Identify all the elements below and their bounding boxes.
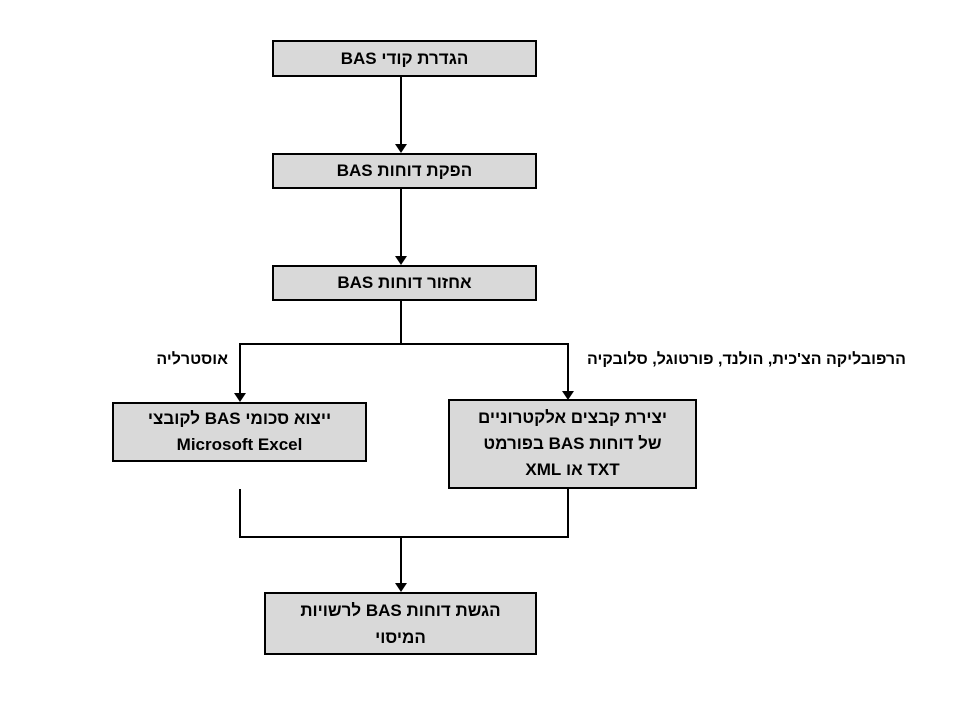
connector-merge-to-submit	[400, 536, 402, 583]
node-text: TXT או XML	[525, 460, 620, 479]
node-retrieve-bas-reports: אחזור דוחות BAS	[272, 265, 537, 301]
node-text: אחזור דוחות BAS	[337, 273, 472, 292]
connector-define-to-produce	[400, 77, 402, 144]
node-text: יצירת קבצים אלקטרוניים	[478, 408, 667, 427]
connector-produce-to-retrieve	[400, 189, 402, 256]
arrowhead-into-export-excel	[234, 393, 246, 402]
node-text: הפקת דוחות BAS	[336, 161, 473, 180]
connector-merge-left	[239, 489, 241, 537]
node-text: ייצוא סכומי BAS לקובצי	[147, 409, 332, 428]
branch-label-countries: הרפובליקה הצ'כית, הולנד, פורטוגל, סלובקי…	[587, 351, 906, 368]
node-text: של דוחות BAS בפורמט	[483, 434, 662, 453]
node-text: הגדרת קודי BAS	[340, 48, 469, 68]
node-define-bas-codes: הגדרת קודי BAS	[272, 40, 537, 77]
arrowhead-into-submit	[395, 583, 407, 592]
connector-retrieve-stem	[400, 301, 402, 343]
arrowhead-into-produce	[395, 144, 407, 153]
connector-branch-left	[239, 343, 241, 393]
node-create-electronic-files: יצירת קבצים אלקטרוניים של דוחות BAS בפור…	[448, 399, 697, 489]
node-produce-bas-reports: הפקת דוחות BAS	[272, 153, 537, 189]
connector-merge-right	[567, 488, 569, 537]
connector-branch-right	[567, 343, 569, 391]
node-text: Microsoft Excel	[176, 435, 303, 454]
arrowhead-into-retrieve	[395, 256, 407, 265]
node-text: הגשת דוחות BAS לרשויות	[300, 600, 501, 620]
connector-branch-horizontal	[239, 343, 569, 345]
node-export-bas-to-excel: ייצוא סכומי BAS לקובצי Microsoft Excel	[112, 402, 367, 462]
node-text: המיסוי	[375, 627, 426, 647]
arrowhead-into-electronic-files	[562, 391, 574, 400]
branch-label-australia: אוסטרליה	[156, 351, 228, 368]
node-submit-bas-reports: הגשת דוחות BAS לרשויות המיסוי	[264, 592, 537, 655]
connector-merge-horizontal	[239, 536, 569, 538]
